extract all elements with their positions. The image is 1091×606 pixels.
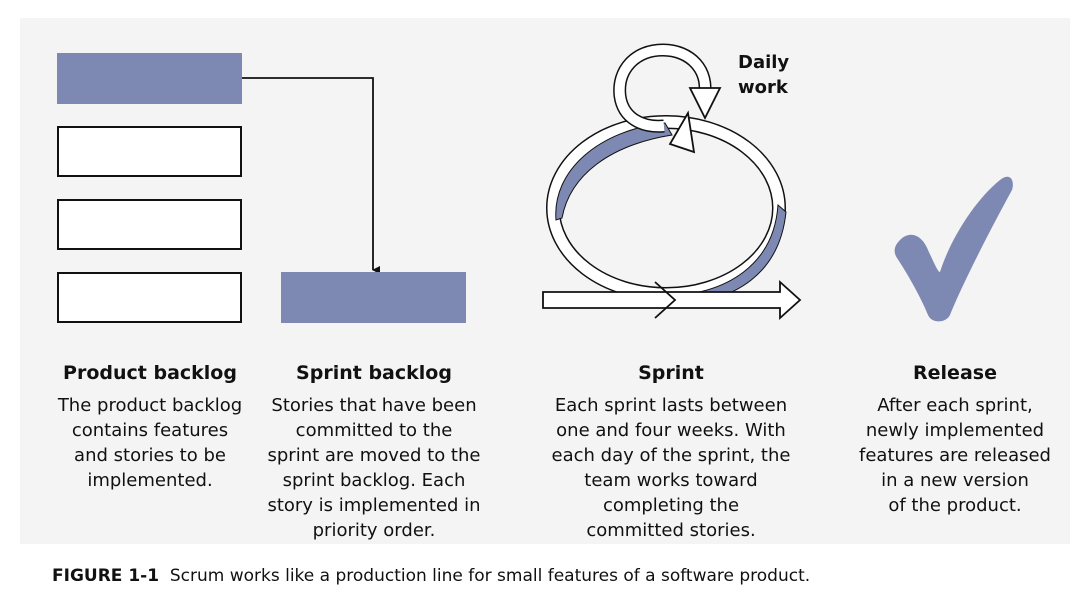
sprint-backlog-heading: Sprint backlog bbox=[296, 362, 452, 384]
move-to-sprint-arrow bbox=[242, 77, 380, 274]
figure-caption-text: Scrum works like a production line for s… bbox=[169, 566, 811, 586]
figure-caption-label: FIGURE 1-1 bbox=[52, 566, 160, 586]
product-backlog-item-selected bbox=[57, 53, 242, 104]
daily-work-label: Daily work bbox=[738, 52, 795, 98]
release-heading: Release bbox=[913, 362, 997, 384]
release-description: After each sprint, newly implemented fea… bbox=[859, 395, 1051, 516]
sprint-backlog-description: Stories that have been committed to the … bbox=[267, 395, 481, 541]
daily-work-loop bbox=[613, 43, 722, 133]
product-backlog-item bbox=[57, 126, 242, 177]
product-backlog-item bbox=[57, 272, 242, 323]
sprint-cycle-icon bbox=[542, 43, 802, 321]
product-backlog-description: The product backlog contains features an… bbox=[57, 395, 243, 491]
product-backlog-heading: Product backlog bbox=[63, 362, 237, 384]
sprint-description: Each sprint lasts between one and four w… bbox=[551, 395, 791, 541]
sprint-backlog-item bbox=[281, 272, 466, 323]
production-line-arrow bbox=[542, 279, 802, 321]
product-backlog-item bbox=[57, 199, 242, 250]
checkmark-icon bbox=[894, 176, 1013, 322]
sprint-heading: Sprint bbox=[638, 362, 704, 384]
figure-caption: FIGURE 1-1 Scrum works like a production… bbox=[52, 566, 810, 586]
